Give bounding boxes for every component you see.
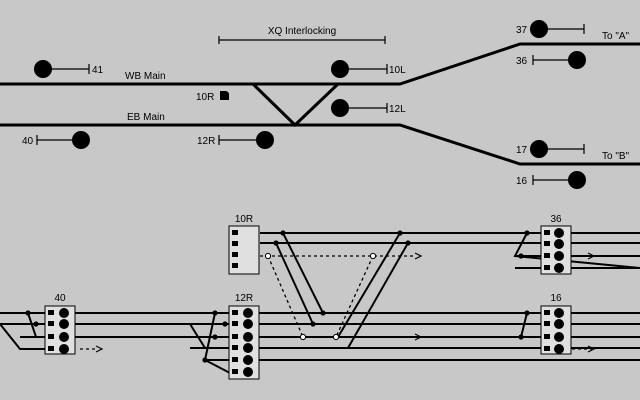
panel-10r[interactable]: 10R [228,214,260,275]
wb-main-track [0,42,640,86]
route-logic-diagram: 10R 36 40 [0,214,640,380]
upper-bus [260,230,640,269]
signal-10r[interactable]: 10R [196,91,229,103]
panel-16[interactable]: 16 [540,293,572,355]
signal-37-label: 37 [516,25,528,36]
crossover-track [251,82,340,128]
crossover-wiring [264,230,411,349]
signal-12l[interactable]: 12L [331,99,406,117]
to-b-label: To "B" [602,151,630,162]
panel-36[interactable]: 36 [540,214,572,275]
signal-17[interactable]: 17 [516,140,585,158]
panel-40-label: 40 [54,293,66,304]
panel-10r-label: 10R [235,214,253,225]
signal-10l[interactable]: 10L [331,60,406,78]
signal-40[interactable]: 40 [22,131,90,149]
panel-12r[interactable]: 12R [228,293,260,380]
signal-36[interactable]: 36 [516,51,586,69]
signal-12l-label: 12L [389,104,406,115]
signal-17-label: 17 [516,145,528,156]
panel-36-label: 36 [550,214,562,225]
panel-40[interactable]: 40 [44,293,76,355]
signal-12r-label: 12R [197,136,215,147]
signal-41-label: 41 [92,65,104,76]
eb-main-track [0,123,640,166]
signal-16[interactable]: 16 [516,171,586,189]
signal-12r[interactable]: 12R [197,131,274,149]
interlocking-title: XQ Interlocking [268,26,336,37]
wb-main-label: WB Main [125,71,166,82]
signal-10r-label: 10R [196,92,214,103]
interlocking-extent-bracket [218,36,386,44]
signal-41[interactable]: 41 [34,60,104,78]
to-a-label: To "A" [602,31,630,42]
panel-12r-label: 12R [235,293,253,304]
signal-40-label: 40 [22,136,34,147]
eb-main-label: EB Main [127,112,165,123]
signal-37[interactable]: 37 [516,20,585,38]
panel-16-label: 16 [550,293,562,304]
signal-36-label: 36 [516,56,528,67]
signal-16-label: 16 [516,176,528,187]
signal-10l-label: 10L [389,65,406,76]
track-plan: XQ Interlocking WB Main EB Main To "A" T… [0,20,640,189]
